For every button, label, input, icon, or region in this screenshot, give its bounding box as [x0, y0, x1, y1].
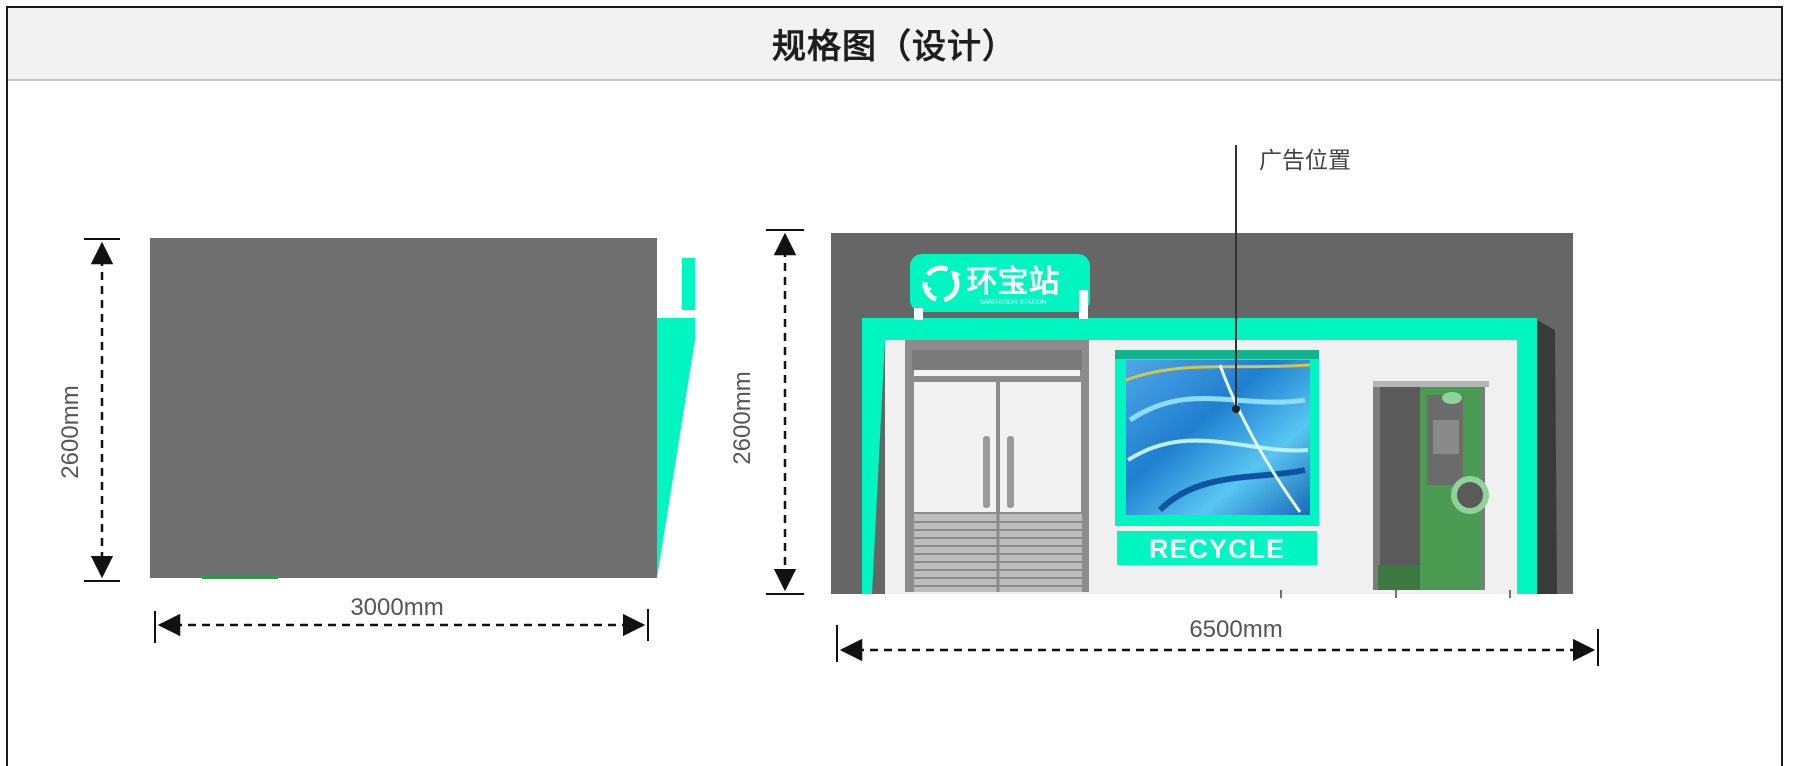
front-width-label: 6500mm	[1189, 616, 1282, 643]
sign-bracket-left	[914, 308, 923, 320]
sign-bracket-right	[1079, 290, 1088, 319]
side-height-label: 2600mm	[57, 385, 84, 478]
recycle-banner	[1117, 531, 1317, 565]
side-wall	[150, 238, 657, 578]
double-door	[905, 340, 1089, 592]
callout-label: 广告位置	[1259, 148, 1351, 174]
canopy-left-post	[862, 318, 885, 594]
canopy-top	[862, 318, 1537, 340]
side-view: 2600mm 3000mm	[57, 238, 695, 643]
page-title: 规格图（设计）	[772, 27, 1017, 67]
kiosk-door	[1373, 381, 1489, 590]
front-height-label: 2600mm	[729, 371, 756, 464]
canopy-right-post	[1517, 318, 1537, 594]
side-wall-base-strip	[202, 576, 278, 579]
front-view: 环宝站 SANITATION STATION	[729, 145, 1599, 666]
side-sign-edge	[682, 258, 695, 310]
side-canopy-edge	[657, 318, 695, 578]
sign-main-text: 环宝站	[967, 264, 1060, 300]
ad-screen	[1115, 350, 1319, 526]
sign-sub-text: SANITATION STATION	[979, 299, 1046, 306]
door-handle-left	[983, 436, 990, 508]
title-bar: 规格图（设计）	[8, 8, 1781, 81]
door-handle-right	[1007, 436, 1014, 508]
sign-board	[910, 254, 1090, 312]
side-width-label: 3000mm	[350, 594, 443, 621]
canopy-shadow	[1537, 320, 1557, 594]
door-louvers	[914, 514, 1082, 592]
callout-dot	[1232, 405, 1240, 413]
recycle-banner-text: RECYCLE	[1149, 534, 1285, 564]
recycle-icon	[922, 265, 961, 303]
